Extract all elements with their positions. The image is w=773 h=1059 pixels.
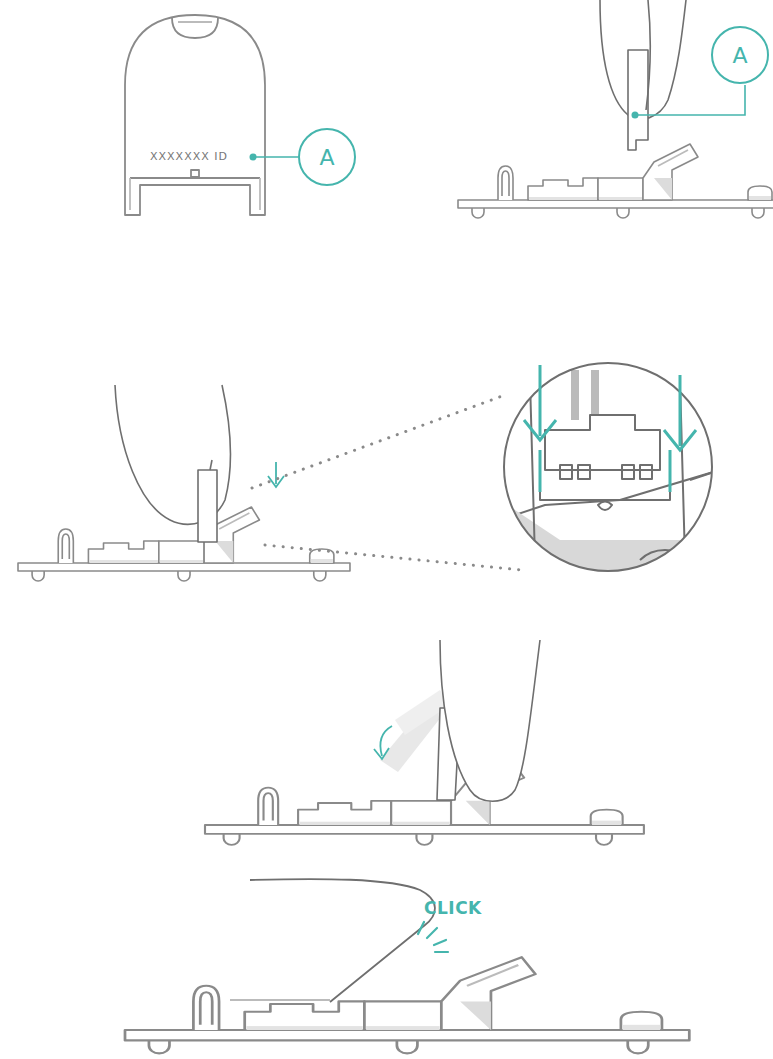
callout-letter: A — [732, 43, 747, 68]
callout-circle: A — [298, 128, 356, 186]
callout-letter: A — [319, 145, 334, 170]
id-label: XXXXXXX ID — [150, 150, 228, 163]
callout-circle: A — [711, 26, 769, 84]
sound-label: CLICK — [424, 898, 482, 918]
